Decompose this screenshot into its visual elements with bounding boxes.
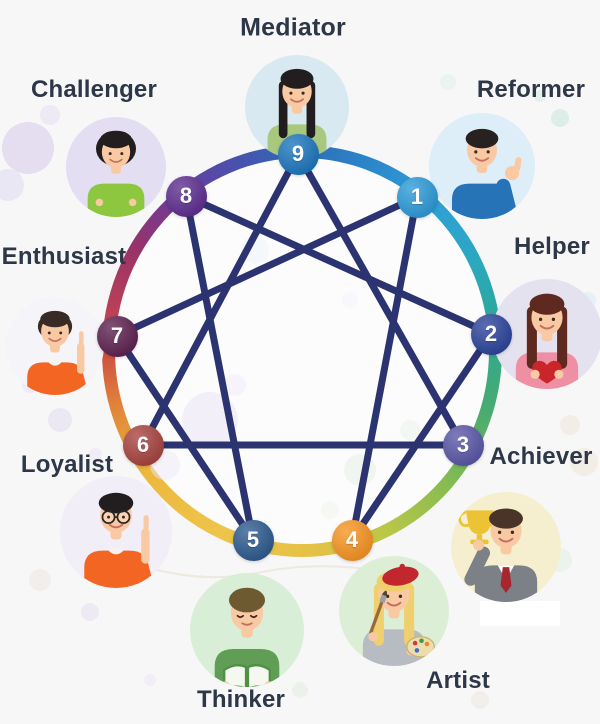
badge-6-number: 6 bbox=[136, 432, 150, 457]
avatar-helper bbox=[492, 279, 600, 389]
thumbs-up-icon bbox=[504, 157, 522, 181]
avatar-challenger bbox=[66, 117, 166, 217]
badge-7-number: 7 bbox=[110, 323, 124, 348]
avatar-artist bbox=[339, 556, 449, 666]
avatar-achiever-illustration bbox=[451, 492, 561, 602]
badge-6: 6 bbox=[122, 424, 164, 466]
book-icon bbox=[223, 664, 271, 687]
avatar-thinker bbox=[190, 573, 304, 687]
label-artist: Artist bbox=[426, 667, 490, 694]
badge-4-number: 4 bbox=[345, 527, 359, 552]
badge-8-number: 8 bbox=[179, 183, 193, 208]
tie bbox=[500, 567, 512, 593]
label-loyalist: Loyalist bbox=[20, 451, 114, 478]
badge-9: 9 bbox=[277, 133, 319, 175]
avatar-challenger-illustration bbox=[66, 117, 166, 217]
label-thinker: Thinker bbox=[196, 686, 286, 713]
badge-5: 5 bbox=[232, 519, 274, 561]
label-reformer: Reformer bbox=[476, 76, 586, 103]
palette-icon bbox=[406, 635, 436, 658]
label-achiever: Achiever bbox=[489, 443, 593, 470]
label-helper: Helper bbox=[514, 233, 590, 260]
avatar-loyalist-illustration bbox=[60, 476, 172, 588]
avatar-reformer bbox=[429, 113, 535, 219]
heart-icon bbox=[532, 360, 562, 384]
badge-2-number: 2 bbox=[484, 321, 498, 346]
avatar-enthusiast bbox=[6, 297, 104, 395]
badge-9-number: 9 bbox=[291, 141, 305, 166]
badge-2: 2 bbox=[470, 313, 512, 355]
avatar-artist-illustration bbox=[339, 556, 449, 666]
avatar-thinker-illustration bbox=[190, 573, 304, 687]
paintbrush-icon bbox=[369, 590, 388, 635]
crossed-arms bbox=[94, 197, 138, 208]
label-challenger: Challenger bbox=[30, 76, 158, 103]
avatar-achiever bbox=[451, 492, 561, 602]
white-patch bbox=[480, 601, 560, 626]
badge-8: 8 bbox=[165, 175, 207, 217]
badge-4: 4 bbox=[331, 519, 373, 561]
badge-3: 3 bbox=[442, 424, 484, 466]
badge-1: 1 bbox=[396, 176, 438, 218]
label-mediator: Mediator bbox=[240, 13, 346, 42]
avatar-loyalist bbox=[60, 476, 172, 588]
avatar-helper-illustration bbox=[492, 279, 600, 389]
avatar-enthusiast-illustration bbox=[6, 297, 104, 395]
badge-5-number: 5 bbox=[246, 527, 260, 552]
badge-1-number: 1 bbox=[410, 184, 424, 209]
avatar-reformer-illustration bbox=[429, 113, 535, 219]
label-enthusiast: Enthusiast bbox=[1, 243, 127, 270]
badge-7: 7 bbox=[96, 315, 138, 357]
badge-3-number: 3 bbox=[456, 432, 470, 457]
